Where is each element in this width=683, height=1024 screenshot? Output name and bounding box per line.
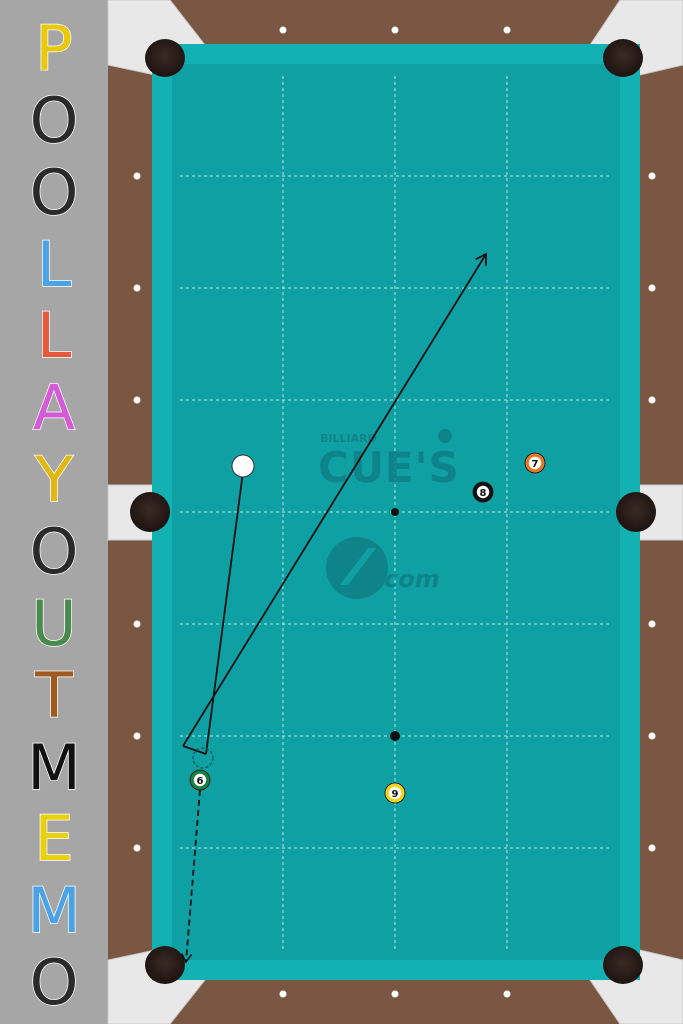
ball-8[interactable]: 8 <box>472 481 494 503</box>
ball-7[interactable]: 7 <box>524 452 546 474</box>
shot-path <box>180 252 487 964</box>
ball-6-label: 6 <box>197 776 204 787</box>
ball-7-label: 7 <box>532 459 539 470</box>
title-letter-a: A <box>32 371 76 445</box>
foot-spot <box>390 731 400 741</box>
title-letter-m: M <box>27 874 82 948</box>
cue-ball[interactable] <box>231 454 255 478</box>
object-ball-path-line <box>180 789 201 964</box>
title-letter-o: O <box>29 155 79 229</box>
grid-lines <box>180 76 610 950</box>
title-letter-p: P <box>35 12 74 85</box>
title-letter-e: E <box>34 802 75 876</box>
logo-brand-text: CUE'S <box>318 443 460 492</box>
title-letter-t: T <box>34 658 73 732</box>
title-letter-o: O <box>29 83 79 157</box>
head-spot <box>391 508 399 516</box>
title-letter-u: U <box>31 586 78 660</box>
title-letter-y: Y <box>34 443 73 517</box>
cue-shot-line <box>205 471 244 755</box>
ball-6[interactable]: 6 <box>189 769 211 791</box>
rail-diamonds <box>133 26 656 998</box>
return-line <box>182 745 207 755</box>
title-letter-o: O <box>29 515 79 589</box>
ball-8-label: 8 <box>480 488 487 499</box>
title-letter-o: O <box>29 946 79 1020</box>
title-letter-l: L <box>36 227 72 301</box>
logo-top-text: BILLIARD <box>320 432 377 445</box>
ball-9-label: 9 <box>392 789 399 800</box>
billiard-cues-logo: BILLIARD CUE'S com <box>318 429 460 599</box>
logo-sub-text: com <box>384 565 440 593</box>
title-letter-m: M <box>27 730 82 804</box>
title-letter-l: L <box>36 299 72 373</box>
ghost-ball <box>192 747 214 769</box>
pockets <box>130 39 656 984</box>
ball-9[interactable]: 9 <box>384 782 406 804</box>
cue-ball-path-line <box>182 252 487 747</box>
